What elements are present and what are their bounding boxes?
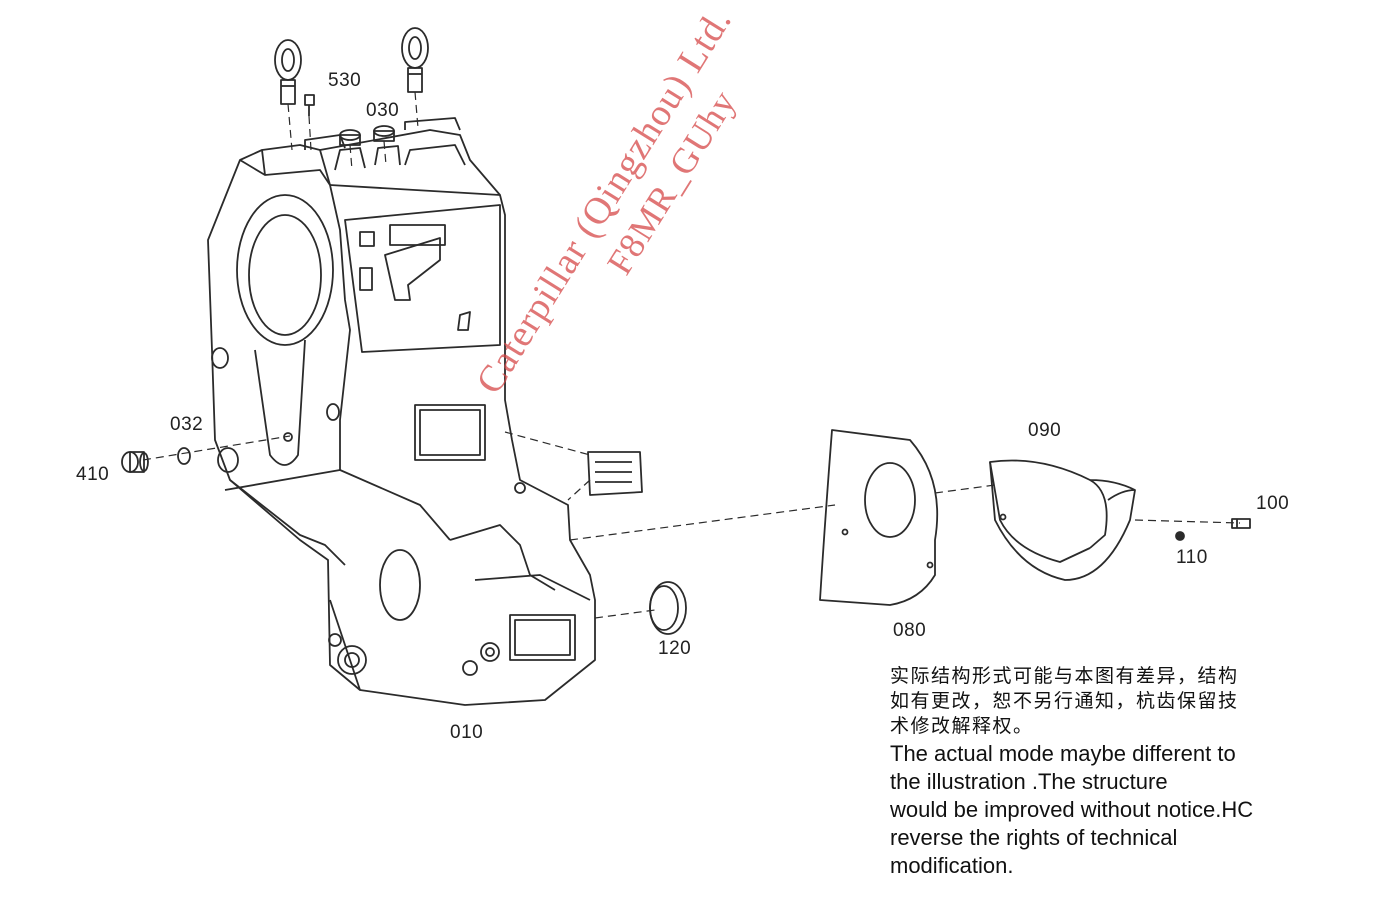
label-100: 100 [1256, 493, 1290, 514]
label-080: 080 [893, 620, 927, 641]
note-cn-line-3: 术修改解释权。 [890, 715, 1034, 737]
label-530: 530 [328, 70, 362, 91]
label-032: 032 [170, 414, 204, 435]
note-en-line-4: reverse the rights of technical [890, 825, 1178, 850]
shield-plate-080 [819, 429, 939, 606]
bolt-100 [1231, 518, 1251, 529]
label-030: 030 [366, 100, 400, 121]
label-010: 010 [450, 722, 484, 743]
nameplate [587, 451, 643, 496]
note-en-line-3: would be improved without notice.HC [890, 797, 1254, 822]
gearbox-housing-010 [207, 117, 596, 706]
plug-410 [121, 451, 149, 473]
o-ring-032 [177, 447, 191, 465]
cover-120 [649, 581, 687, 635]
label-110: 110 [1176, 547, 1208, 568]
label-410: 410 [76, 464, 110, 485]
note-cn-line-1: 实际结构形式可能与本图有差异，结构 [890, 665, 1239, 687]
note-en-line-2: the illustration .The structure [890, 769, 1168, 794]
guard-090 [989, 459, 1136, 581]
note-cn-line-2: 如有更改，恕不另行通知，杭齿保留技 [890, 690, 1239, 712]
assembly-lines [142, 91, 1241, 619]
label-090: 090 [1028, 420, 1062, 441]
lifting-eye-bolt-left [274, 39, 302, 105]
lifting-eye-bolt-right [401, 27, 429, 93]
note-en-line-1: The actual mode maybe different to [890, 741, 1236, 766]
disclaimer-note: 实际结构形式可能与本图有差异，结构 如有更改，恕不另行通知，杭齿保留技 术修改解… [890, 664, 1370, 879]
washer-110 [1175, 531, 1185, 541]
note-en-line-5: modification. [890, 853, 1014, 878]
screw-530 [304, 94, 315, 116]
label-120: 120 [658, 638, 692, 659]
